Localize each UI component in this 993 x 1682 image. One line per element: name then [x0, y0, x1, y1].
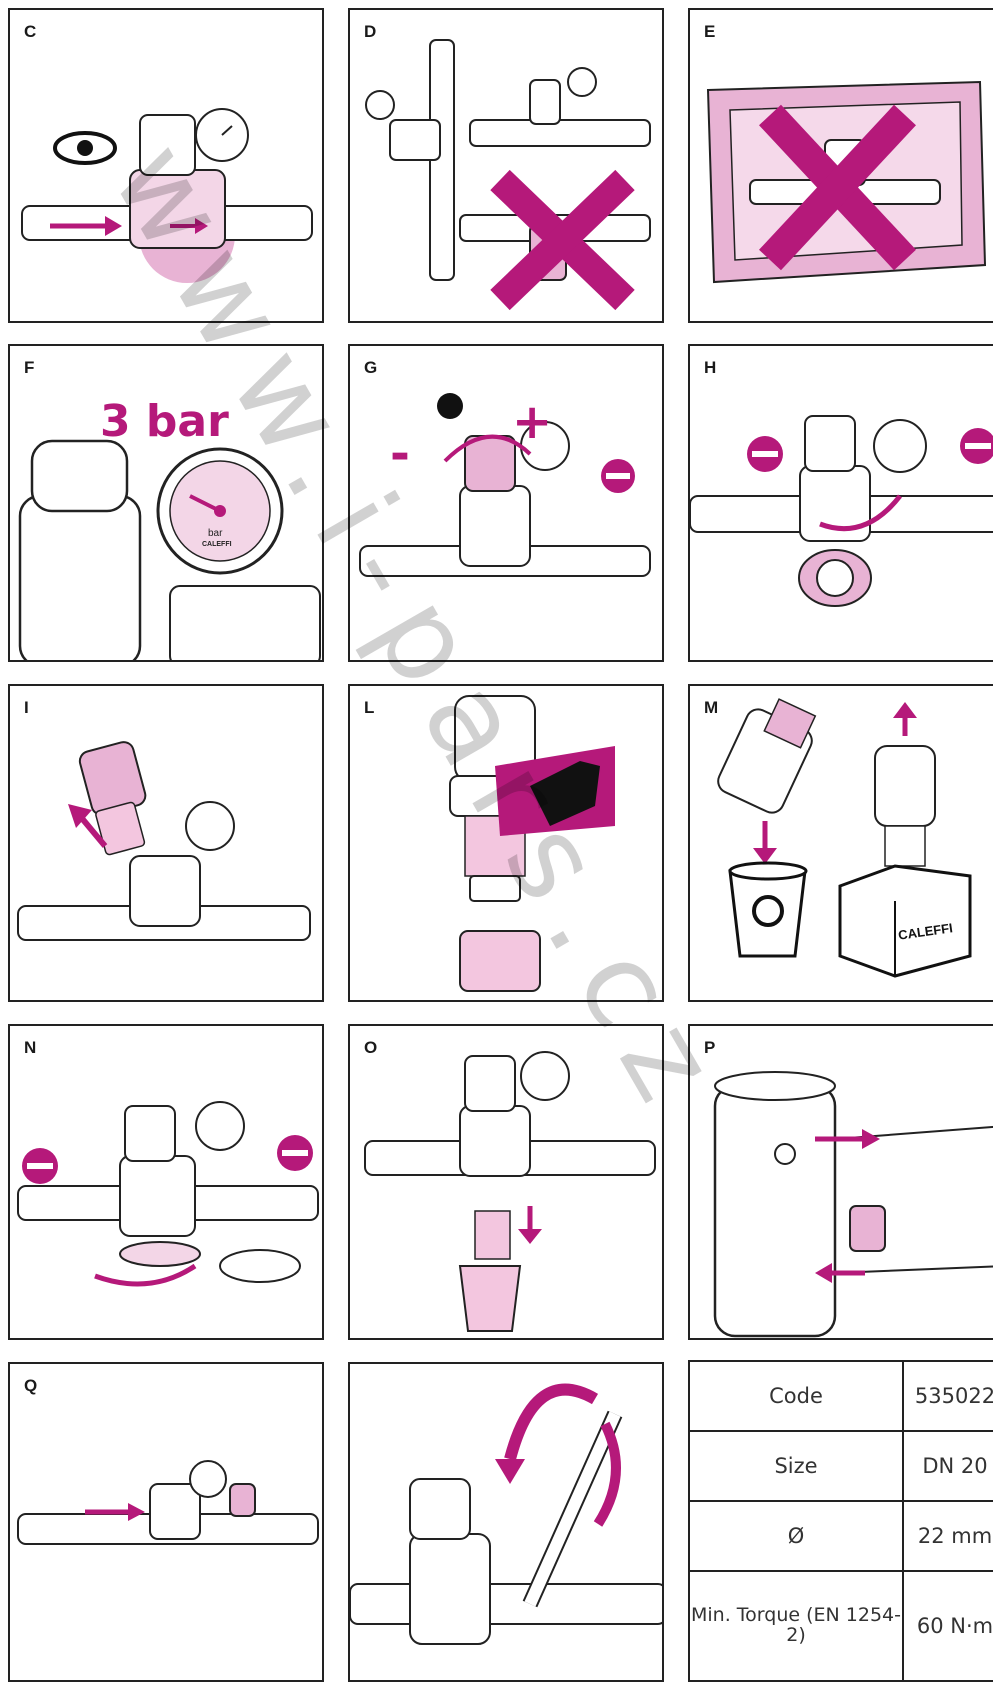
minus-sign: - — [390, 426, 410, 482]
recycle-bin-icon — [730, 863, 806, 956]
replace-cartridge-illustration — [690, 686, 993, 1002]
boiler-installation-illustration — [690, 1026, 993, 1340]
reopen-valves-illustration — [10, 1364, 324, 1682]
spec-value: 22 mm — [903, 1501, 993, 1571]
valve-closed-icon — [747, 436, 783, 472]
no-enclosure-illustration — [690, 10, 993, 323]
valve-closed-icon — [22, 1148, 58, 1184]
spec-label: Code — [689, 1361, 903, 1431]
gauge-unit: bar — [208, 528, 222, 539]
panel-l: L — [348, 684, 664, 1002]
spec-value: 535022 — [903, 1361, 993, 1431]
adjust-pressure-illustration — [350, 346, 664, 662]
panel-h: H — [688, 344, 993, 662]
panel-torque — [348, 1362, 664, 1682]
panel-p: P — [688, 1024, 993, 1340]
panel-n: N — [8, 1024, 324, 1340]
pressure-label: 3 bar — [100, 396, 229, 447]
spec-value: 60 N·m — [903, 1571, 993, 1681]
panel-i: I — [8, 684, 324, 1002]
spec-table: Code 535022 Size DN 20 Ø 22 mm Min. Torq… — [688, 1360, 993, 1682]
torque-wrench-illustration — [350, 1364, 664, 1682]
panel-o: O — [348, 1024, 664, 1340]
plus-sign: + — [512, 394, 552, 450]
table-row: Code 535022 — [689, 1361, 993, 1431]
spec-label: Ø — [689, 1501, 903, 1571]
table-row: Size DN 20 — [689, 1431, 993, 1501]
panel-e: E — [688, 8, 993, 323]
remove-cartridge-illustration — [10, 686, 324, 1002]
eye-icon — [55, 133, 115, 163]
table-row: Min. Torque (EN 1254-2) 60 N·m — [689, 1571, 993, 1681]
panel-q: Q — [8, 1362, 324, 1682]
panel-m: M CALEFFI — [688, 684, 993, 1002]
valve-closed-icon — [277, 1135, 313, 1171]
panel-g: G - + — [348, 344, 664, 662]
remove-filter-cup-illustration — [10, 1026, 324, 1340]
valve-closed-icon — [960, 428, 993, 464]
valve-inspect-illustration — [10, 10, 324, 323]
pressure-setting-illustration — [10, 346, 324, 662]
spec-value: DN 20 — [903, 1431, 993, 1501]
clean-filter-cup-illustration — [350, 1026, 664, 1340]
install-orientation-illustration — [350, 10, 664, 323]
spec-label: Min. Torque (EN 1254-2) — [689, 1571, 903, 1681]
panel-f: F 3 bar bar CALEFFI — [8, 344, 324, 662]
spec-label: Size — [689, 1431, 903, 1501]
panel-c: C — [8, 8, 324, 323]
wrench-illustration — [690, 346, 993, 662]
table-row: Ø 22 mm — [689, 1501, 993, 1571]
clean-filter-illustration — [350, 686, 664, 1002]
valve-closed-icon — [601, 459, 635, 493]
panel-d: D — [348, 8, 664, 323]
gauge-brand: CALEFFI — [202, 541, 232, 548]
